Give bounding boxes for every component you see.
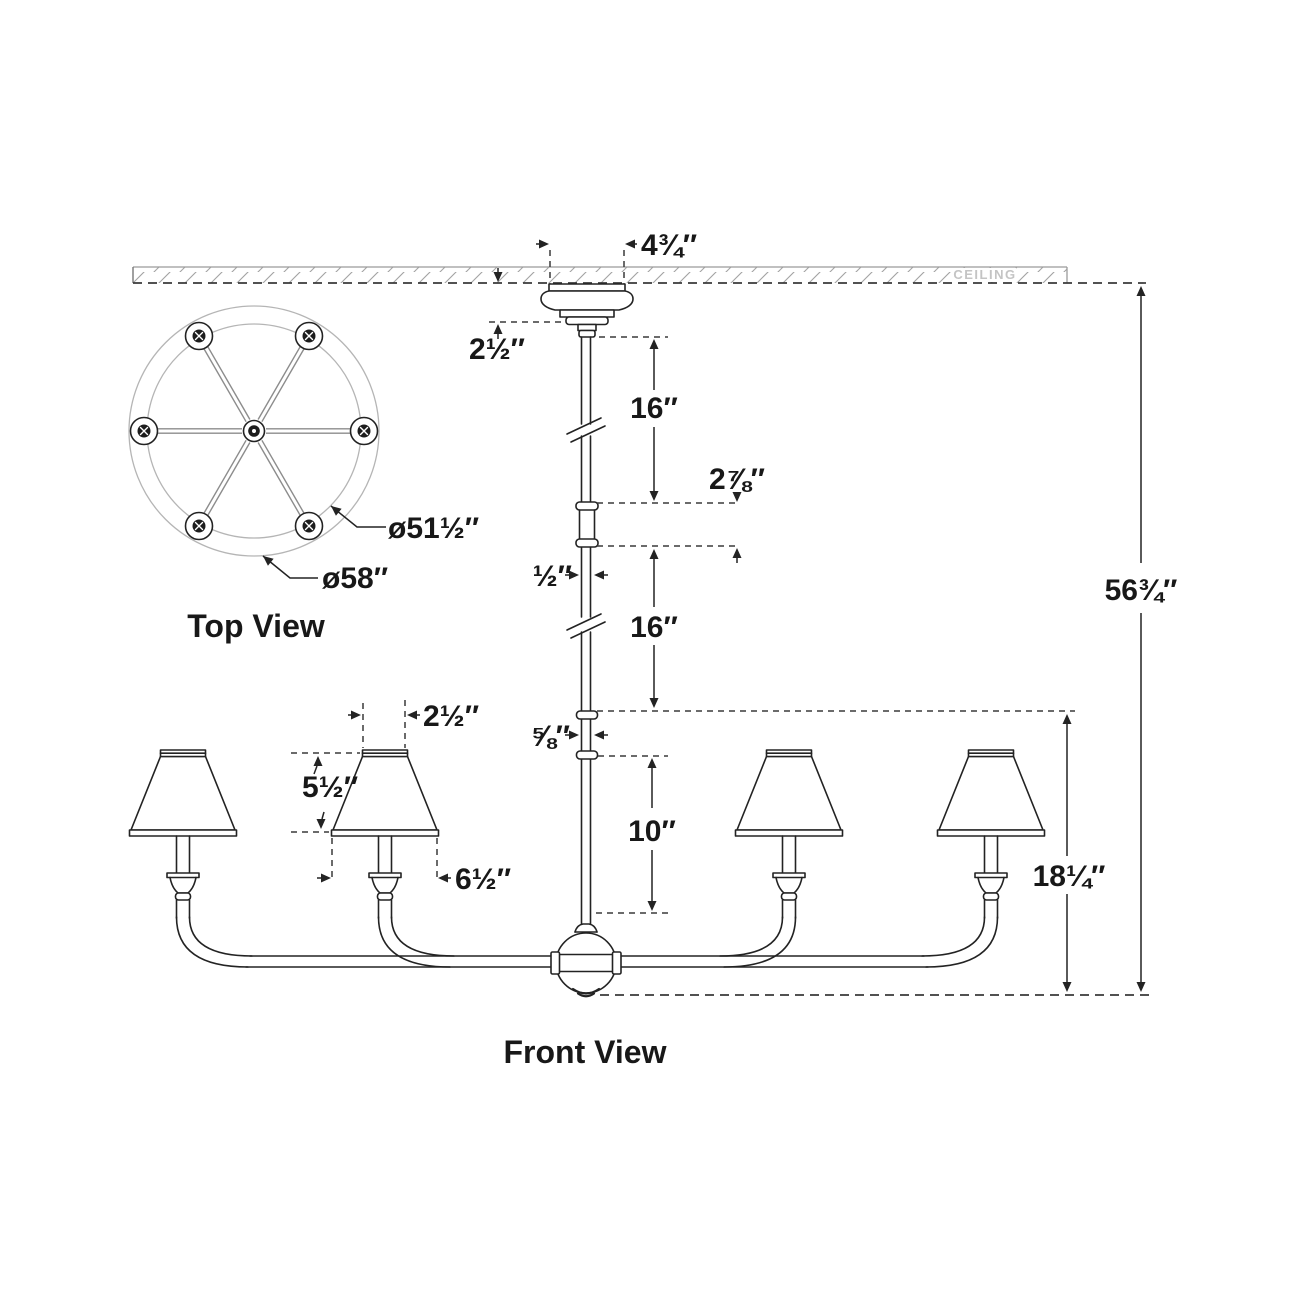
svg-text:18¼″: 18¼″	[1033, 860, 1106, 893]
svg-text:56¾″: 56¾″	[1105, 574, 1178, 607]
dim-rod-lower: 16″	[597, 549, 1075, 712]
ceiling-band: CEILING	[132, 266, 1146, 284]
svg-text:6½″: 6½″	[455, 863, 511, 896]
top-view: ø51½″ ø58″ Top View	[128, 305, 479, 644]
outer-diameter-leader: ø58″	[262, 555, 388, 595]
svg-text:2½″: 2½″	[469, 333, 525, 366]
dim-overall-drop: 56¾″	[1105, 286, 1178, 992]
arm-tubes	[245, 955, 929, 968]
center-ball	[550, 923, 622, 998]
dim-outer-diameter: ø58″	[322, 562, 388, 595]
dim-shade-height: 5½″	[291, 752, 360, 833]
ball-finial	[571, 987, 601, 995]
svg-text:2½″: 2½″	[423, 700, 479, 733]
arm-curves	[175, 916, 999, 968]
arm-sockets	[129, 321, 379, 541]
break-mark-lower	[566, 613, 606, 639]
svg-text:16″: 16″	[630, 611, 678, 644]
inner-diameter-leader: ø51½″	[330, 505, 479, 545]
collar-upper	[575, 710, 599, 720]
coupling	[575, 501, 599, 548]
svg-text:5½″: 5½″	[302, 771, 358, 804]
top-view-label: Top View	[187, 608, 325, 644]
front-view: Front View	[128, 283, 1046, 1070]
lamp-4	[936, 749, 1046, 919]
dim-shade-bottom: 6½″	[317, 838, 511, 896]
svg-text:16″: 16″	[630, 392, 678, 425]
center-hub	[242, 419, 266, 443]
svg-text:10″: 10″	[628, 815, 676, 848]
outer-diameter-circle	[128, 305, 380, 557]
lamp-3	[734, 749, 844, 919]
dim-inner-diameter: ø51½″	[388, 512, 479, 545]
canopy	[540, 283, 634, 338]
dim-coupling: 2⅞″	[597, 463, 765, 563]
stem-rod	[580, 336, 592, 925]
ceiling-label: CEILING	[953, 267, 1016, 282]
svg-text:½″: ½″	[533, 560, 572, 593]
dim-rod-width-lower: ⅝″	[531, 720, 608, 753]
dim-fixture-height: 18¼″	[1033, 714, 1106, 992]
dim-drop-to-body: 10″	[596, 755, 676, 914]
break-mark-upper	[566, 417, 606, 443]
dim-rod-upper: 16″	[597, 336, 740, 504]
svg-text:4¾″: 4¾″	[641, 229, 697, 262]
dim-canopy-width: 4¾″	[536, 229, 697, 284]
svg-text:⅝″: ⅝″	[531, 720, 570, 753]
dim-canopy-drop: 2½″	[469, 268, 566, 366]
svg-text:2⅞″: 2⅞″	[709, 463, 765, 496]
collar-lower	[575, 750, 599, 760]
dim-rod-width-upper: ½″	[533, 560, 608, 593]
spokes	[157, 345, 351, 517]
lamp-1	[128, 749, 238, 919]
dim-shade-top: 2½″	[348, 700, 479, 748]
front-view-label: Front View	[504, 1034, 667, 1070]
